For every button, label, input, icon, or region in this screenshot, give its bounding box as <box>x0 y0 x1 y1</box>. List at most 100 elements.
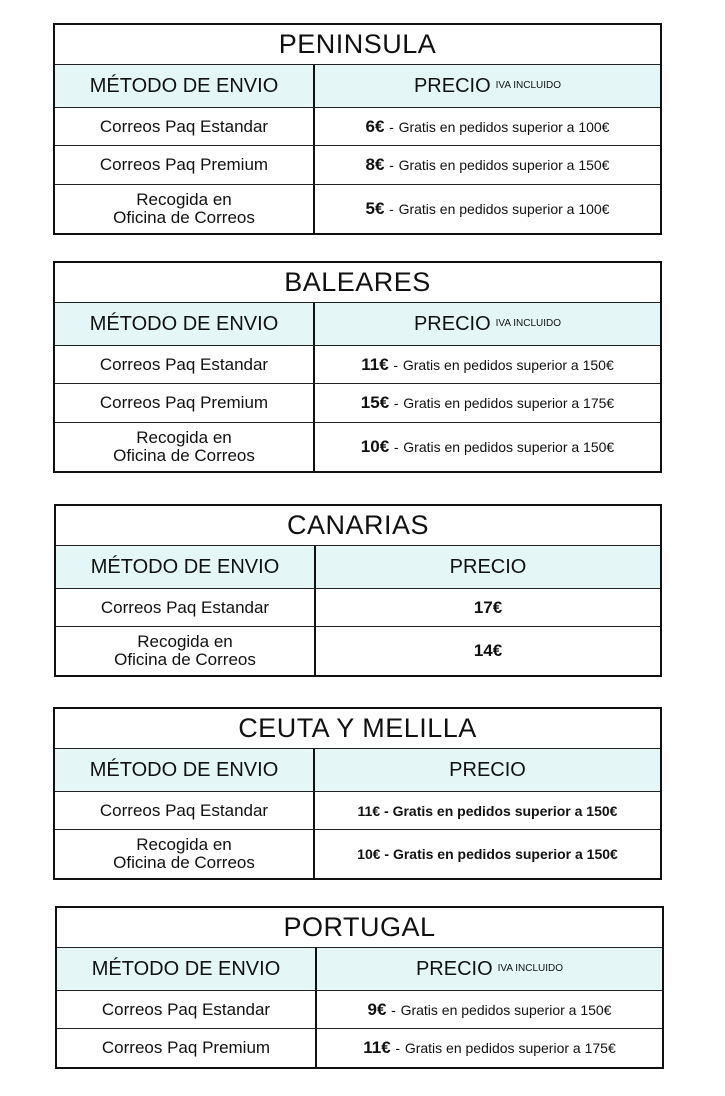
table-header: MÉTODO DE ENVIO PRECIO <box>55 748 660 791</box>
method-cell: Correos Paq Estandar <box>57 991 317 1028</box>
price-amount: 10€ <box>360 437 390 456</box>
price-full: 10€ - Gratis en pedidos superior a 150€ <box>357 846 618 862</box>
price-cell: 10€ - Gratis en pedidos superior a 150€ <box>315 423 660 471</box>
column-header-price: PRECIO IVA INCLUIDO <box>315 303 660 345</box>
method-cell: Recogida en Oficina de Correos <box>55 423 315 471</box>
shipping-table-canarias: CANARIAS MÉTODO DE ENVIO PRECIO Correos … <box>54 504 662 677</box>
price-separator: - <box>391 1001 396 1018</box>
price-separator: - <box>393 356 399 373</box>
price-note: Gratis en pedidos superior a 100€ <box>398 201 610 217</box>
table-title: CANARIAS <box>286 510 430 540</box>
price-note: Gratis en pedidos superior a 150€ <box>398 157 610 173</box>
column-header-price: PRECIO IVA INCLUIDO <box>315 65 660 107</box>
method-cell: Recogida en Oficina de Correos <box>55 185 315 233</box>
method-cell: Correos Paq Estandar <box>55 108 315 145</box>
column-header-method: MÉTODO DE ENVIO <box>55 749 315 791</box>
method-line-2: Oficina de Correos <box>114 650 256 669</box>
method-cell: Correos Paq Premium <box>55 146 315 184</box>
price-cell: 5€ - Gratis en pedidos superior a 100€ <box>315 185 660 233</box>
price-amount: 11€ <box>361 354 389 374</box>
price-cell: 6€ - Gratis en pedidos superior a 100€ <box>315 108 660 145</box>
price-amount: 5€ <box>365 199 385 218</box>
column-header-price: PRECIO <box>449 759 526 781</box>
price-separator: - <box>393 395 399 411</box>
price-amount: 8€ <box>365 155 385 174</box>
table-row: Recogida en Oficina de Correos 10€ - Gra… <box>55 829 660 878</box>
table-row: Recogida en Oficina de Correos 5€ - Grat… <box>55 184 660 233</box>
price-note: Gratis en pedidos superior a 150€ <box>400 1001 612 1018</box>
price-separator: - <box>393 439 399 455</box>
method-line-1: Recogida en <box>136 835 232 854</box>
method-cell: Correos Paq Estandar <box>55 346 315 383</box>
price-amount: 14€ <box>473 641 503 660</box>
method-line-2: Oficina de Correos <box>113 853 255 872</box>
shipping-table-peninsula: PENINSULA MÉTODO DE ENVIO PRECIO IVA INCL… <box>53 23 662 235</box>
table-title: CEUTA Y MELILLA <box>238 713 477 743</box>
table-row: Correos Paq Premium 15€ - Gratis en pedi… <box>55 383 660 422</box>
price-amount: 11€ <box>363 1038 391 1057</box>
price-note: Gratis en pedidos superior a 100€ <box>398 118 610 135</box>
table-header: MÉTODO DE ENVIO PRECIO IVA INCLUIDO <box>55 302 660 345</box>
price-cell: 10€ - Gratis en pedidos superior a 150€ <box>315 830 660 878</box>
table-row: Correos Paq Estandar 11€ - Gratis en ped… <box>55 791 660 829</box>
price-cell: 9€ - Gratis en pedidos superior a 150€ <box>317 991 662 1028</box>
price-cell: 17€ <box>316 589 660 626</box>
column-header-price-label: PRECIO <box>415 958 493 980</box>
price-amount: 17€ <box>473 597 503 617</box>
column-header-price: PRECIO <box>449 556 527 578</box>
table-row: Correos Paq Estandar 17€ <box>56 588 660 626</box>
method-cell: Correos Paq Premium <box>57 1029 317 1067</box>
price-amount: 15€ <box>360 393 390 412</box>
table-header: MÉTODO DE ENVIO PRECIO IVA INCLUIDO <box>57 947 662 990</box>
table-header: MÉTODO DE ENVIO PRECIO <box>56 545 660 588</box>
table-row: Correos Paq Estandar 9€ - Gratis en pedi… <box>57 990 662 1028</box>
table-row: Correos Paq Premium 8€ - Gratis en pedid… <box>55 145 660 184</box>
price-cell: 8€ - Gratis en pedidos superior a 150€ <box>315 146 660 184</box>
shipping-table-baleares: BALEARES MÉTODO DE ENVIO PRECIO IVA INCLU… <box>53 261 662 473</box>
price-note: Gratis en pedidos superior a 175€ <box>404 1040 616 1056</box>
table-row: Recogida en Oficina de Correos 10€ - Gra… <box>55 422 660 471</box>
column-header-price-note: IVA INCLUIDO <box>497 963 564 974</box>
shipping-table-portugal: PORTUGAL MÉTODO DE ENVIO PRECIO IVA INCLU… <box>55 906 664 1069</box>
price-cell: 11€ - Gratis en pedidos superior a 175€ <box>317 1029 662 1067</box>
table-row: Correos Paq Premium 11€ - Gratis en pedi… <box>57 1028 662 1067</box>
column-header-price-label: PRECIO <box>413 75 491 97</box>
column-header-price-note: IVA INCLUIDO <box>495 80 562 91</box>
method-line-1: Recogida en <box>136 190 232 209</box>
table-title: PORTUGAL <box>283 912 436 942</box>
method-cell: Recogida en Oficina de Correos <box>56 627 316 675</box>
column-header-price-note: IVA INCLUIDO <box>495 318 562 329</box>
price-cell: 11€ - Gratis en pedidos superior a 150€ <box>315 346 660 383</box>
table-title: BALEARES <box>284 267 431 297</box>
method-cell: Correos Paq Premium <box>55 384 315 422</box>
price-amount: 9€ <box>367 999 387 1019</box>
table-row: Correos Paq Estandar 6€ - Gratis en pedi… <box>55 107 660 145</box>
price-cell: 11€ - Gratis en pedidos superior a 150€ <box>315 792 660 829</box>
method-line-2: Oficina de Correos <box>113 446 255 465</box>
shipping-table-ceuta-melilla: CEUTA Y MELILLA MÉTODO DE ENVIO PRECIO C… <box>53 707 662 880</box>
method-line-2: Oficina de Correos <box>113 208 255 227</box>
price-note: Gratis en pedidos superior a 175€ <box>403 395 615 411</box>
price-cell: 15€ - Gratis en pedidos superior a 175€ <box>315 384 660 422</box>
table-row: Recogida en Oficina de Correos 14€ <box>56 626 660 675</box>
price-note: Gratis en pedidos superior a 150€ <box>402 356 614 373</box>
price-note: Gratis en pedidos superior a 150€ <box>403 439 615 455</box>
column-header-method: MÉTODO DE ENVIO <box>55 303 315 345</box>
method-line-1: Recogida en <box>137 632 233 651</box>
price-amount: 6€ <box>365 116 385 136</box>
price-separator: - <box>389 118 394 135</box>
price-cell: 14€ <box>316 627 660 675</box>
column-header-method: MÉTODO DE ENVIO <box>57 948 317 990</box>
method-line-1: Recogida en <box>136 428 232 447</box>
method-cell: Correos Paq Estandar <box>56 589 316 626</box>
price-separator: - <box>389 157 394 173</box>
column-header-price-label: PRECIO <box>413 313 491 335</box>
column-header-method: MÉTODO DE ENVIO <box>55 65 315 107</box>
table-title: PENINSULA <box>278 29 437 59</box>
method-cell: Recogida en Oficina de Correos <box>55 830 315 878</box>
price-full: 11€ - Gratis en pedidos superior a 150€ <box>357 802 618 819</box>
column-header-method: MÉTODO DE ENVIO <box>56 546 316 588</box>
price-separator: - <box>395 1040 401 1056</box>
table-row: Correos Paq Estandar 11€ - Gratis en ped… <box>55 345 660 383</box>
column-header-price: PRECIO IVA INCLUIDO <box>317 948 662 990</box>
